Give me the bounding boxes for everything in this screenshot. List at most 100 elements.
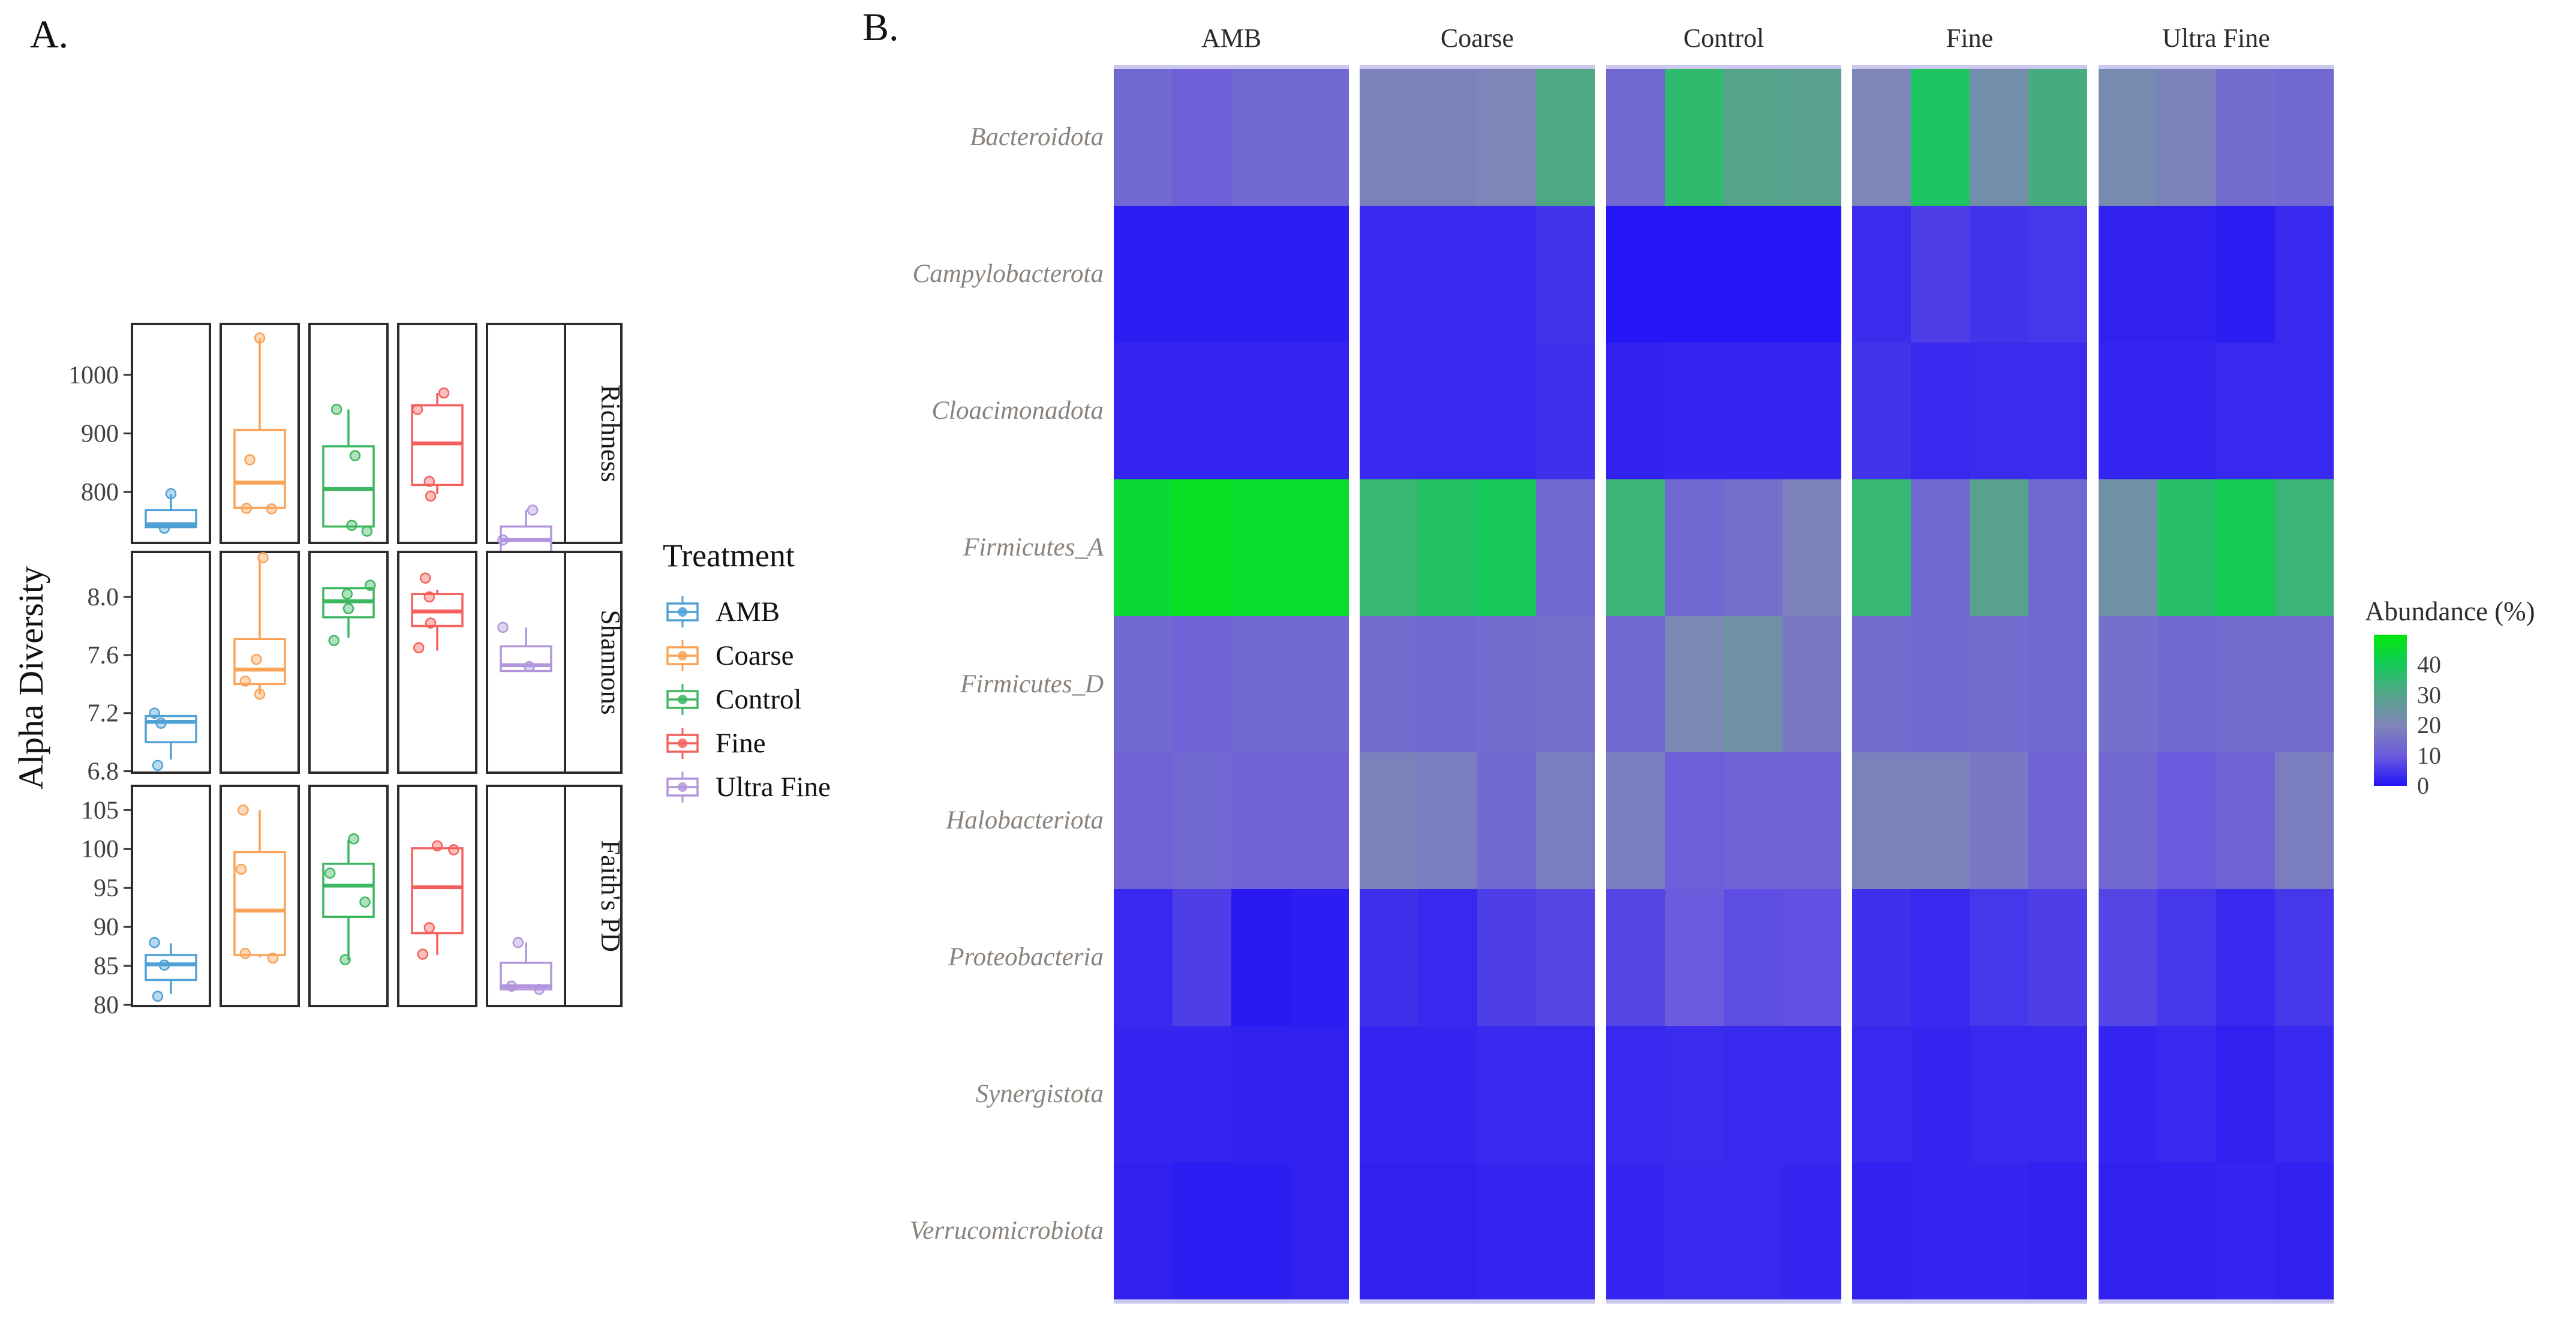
heatmap-cell <box>1783 479 1841 616</box>
jitter-point <box>328 635 340 646</box>
heatmap-cell <box>2157 69 2216 206</box>
heatmap-cell <box>1724 205 1783 343</box>
heatmap-cell <box>2157 889 2216 1026</box>
heatmap-row <box>1360 1163 1595 1300</box>
axis-tick-label: 95 <box>94 875 119 902</box>
jitter-point <box>238 804 249 816</box>
heatmap-cell <box>1477 1163 1536 1300</box>
heatmap-row <box>1606 1026 1841 1163</box>
heatmap-row <box>1360 479 1595 616</box>
heatmap-row <box>1114 342 1349 479</box>
jitter-point <box>330 404 342 415</box>
heatmap-cell <box>1536 889 1595 1026</box>
heatmap-cell <box>1290 889 1349 1026</box>
legend-item-label: Ultra Fine <box>716 771 831 803</box>
boxplot-fine <box>411 572 464 654</box>
heatmap-cell <box>1418 205 1477 343</box>
heatmap-column-header-control: Control <box>1683 23 1765 53</box>
heatmap-column-header-ultra-fine: Ultra Fine <box>2162 23 2270 53</box>
heatmap-row <box>2099 616 2334 753</box>
heatmap-cell <box>1173 69 1231 206</box>
heatmap-cell <box>1970 1163 2028 1300</box>
heatmap-row <box>1606 616 1841 753</box>
heatmap-cell <box>1173 205 1231 343</box>
heatmap-row <box>1114 616 1349 753</box>
heatmap-cell <box>1970 1026 2028 1163</box>
heatmap-cell <box>1606 479 1665 616</box>
heatmap-cell <box>1231 1163 1290 1300</box>
heatmap-cell <box>2028 479 2087 616</box>
heatmap-row-label-cloacimonadota: Cloacimonadota <box>931 397 1104 425</box>
heatmap-cell <box>1536 1026 1595 1163</box>
heatmap-row-label-proteobacteria: Proteobacteria <box>948 943 1104 971</box>
heatmap-cell <box>1911 616 1970 753</box>
boxplot-coarse <box>233 332 286 515</box>
heatmap-cell <box>1114 616 1173 753</box>
heatmap-cell <box>1911 1163 1970 1300</box>
heatmap-row-label-firmicutes_d: Firmicutes_D <box>960 670 1104 698</box>
heatmap-row <box>1360 752 1595 890</box>
heatmap-cell <box>1536 69 1595 206</box>
legend-item-control: Control <box>663 677 879 721</box>
heatmap-cell <box>1852 69 1911 206</box>
heatmap-cell <box>1173 1026 1231 1163</box>
heatmap-cell <box>1231 1026 1290 1163</box>
heatmap-cell <box>1852 1026 1911 1163</box>
jitter-point <box>431 840 443 852</box>
heatmap-cell <box>1290 616 1349 753</box>
heatmap-cell <box>1231 752 1290 890</box>
heatmap-cell <box>1970 342 2028 479</box>
heatmap-row <box>2099 889 2334 1026</box>
heatmap-row <box>1114 69 1349 206</box>
heatmap-cell <box>1665 1026 1724 1163</box>
heatmap-cell <box>1852 205 1911 343</box>
heatmap-cell <box>1418 342 1477 479</box>
heatmap-cell <box>1783 1026 1841 1163</box>
heatmap-cell <box>2028 1026 2087 1163</box>
heatmap-cell <box>1783 889 1841 1026</box>
heatmap-cell <box>1477 752 1536 890</box>
heatmap-cell <box>2275 479 2334 616</box>
heatmap-cell <box>1536 205 1595 343</box>
heatmap-block-ultra-fine <box>2099 65 2334 1304</box>
heatmap-border-strip <box>1606 65 1841 69</box>
jitter-point <box>512 936 524 948</box>
heatmap-border-strip <box>1114 1299 1349 1304</box>
heatmap-cell <box>1290 479 1349 616</box>
heatmap-cell <box>1665 69 1724 206</box>
heatmap-row <box>1360 205 1595 343</box>
heatmap-border-strip <box>2099 65 2334 69</box>
panel-a-label: A. <box>30 13 69 56</box>
heatmap-cell <box>1724 616 1783 753</box>
heatmap-cell <box>1665 205 1724 343</box>
jitter-point <box>425 490 437 502</box>
heatmap-cell <box>1418 1163 1477 1300</box>
jitter-point <box>251 653 262 665</box>
heatmap-cell <box>1536 342 1595 479</box>
heatmap-cell <box>2275 1163 2334 1300</box>
heatmap-cell <box>1360 889 1418 1026</box>
heatmap-cell <box>1290 1026 1349 1163</box>
heatmap-cell <box>1665 889 1724 1026</box>
heatmap-cell <box>2099 205 2157 343</box>
heatmap-cell <box>1477 205 1536 343</box>
heatmap-cell <box>1606 205 1665 343</box>
heatmap-cell <box>1360 479 1418 616</box>
heatmap-cell <box>1536 479 1595 616</box>
heatmap-cell <box>1852 1163 1911 1300</box>
heatmap-cell <box>1665 616 1724 753</box>
heatmap-row <box>1852 342 2087 479</box>
axis-tick-label: 7.2 <box>88 700 119 728</box>
heatmap-cell <box>1360 1163 1418 1300</box>
heatmap-cell <box>1231 69 1290 206</box>
heatmap-cell <box>1911 69 1970 206</box>
jitter-point <box>235 863 247 875</box>
heatmap-cell <box>2275 1026 2334 1163</box>
heatmap-cell <box>2275 616 2334 753</box>
boxplot-key-icon <box>666 683 699 715</box>
boxplot-control <box>322 404 375 537</box>
heatmap-cell <box>1418 752 1477 890</box>
jitter-point <box>158 959 170 971</box>
colorbar-tick-label: 40 <box>2417 651 2441 678</box>
